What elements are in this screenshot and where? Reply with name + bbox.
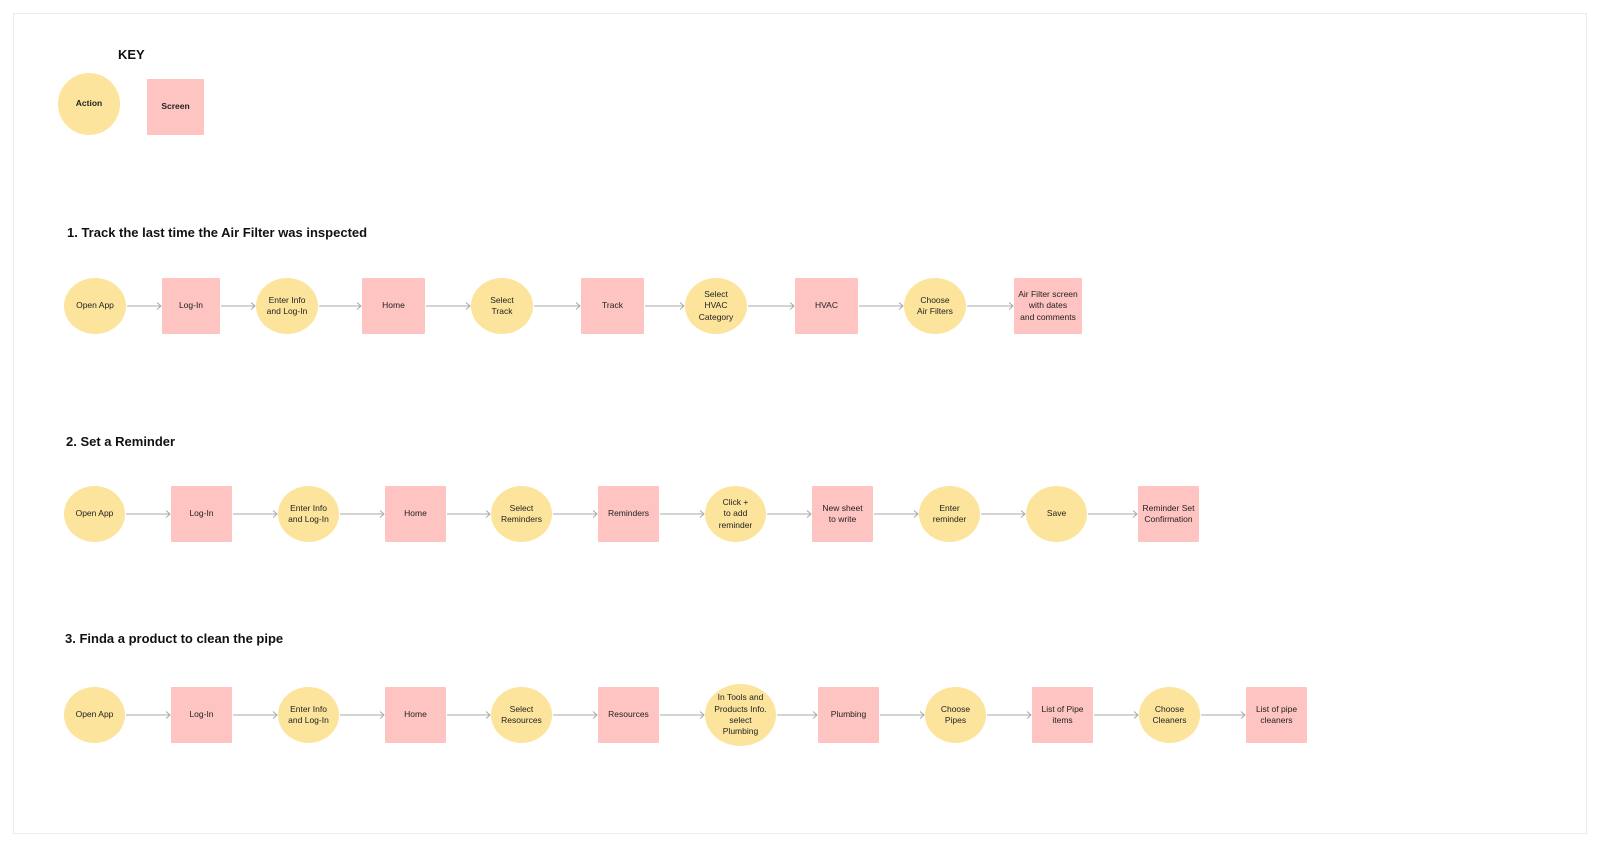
flow-3-action-node: Enter Info and Log-In [278, 687, 339, 743]
flow-title-2: 2. Set a Reminder [66, 434, 176, 449]
flow-2-screen-node: Reminders [598, 486, 659, 542]
flow-2-action-node: Enter reminder [919, 486, 980, 542]
flow-2-action-node: Save [1026, 486, 1087, 542]
flow-3-screen-node: Resources [598, 687, 659, 743]
flow-3-action-node: Choose Cleaners [1139, 687, 1200, 743]
key-screen-node: Screen [147, 79, 204, 135]
flow-1-screen-node: Air Filter screen with dates and comment… [1014, 278, 1082, 334]
flow-3-screen-node: List of Pipe items [1032, 687, 1093, 743]
flow-3-screen-node: List of pipe cleaners [1246, 687, 1307, 743]
flow-1-action-node: Select Track [471, 278, 533, 334]
canvas-frame [13, 13, 1587, 834]
flow-2-action-node: Select Reminders [491, 486, 552, 542]
flow-2-screen-node: Home [385, 486, 446, 542]
key-title: KEY [118, 47, 145, 62]
flow-3-screen-node: Home [385, 687, 446, 743]
flow-3-action-node: In Tools and Products Info. select Plumb… [705, 684, 776, 746]
flow-3-action-node: Choose Pipes [925, 687, 986, 743]
flow-1-screen-node: HVAC [795, 278, 858, 334]
flow-2-action-node: Enter Info and Log-In [278, 486, 339, 542]
flow-3-action-node: Open App [64, 687, 125, 743]
flow-1-screen-node: Home [362, 278, 425, 334]
flow-title-3: 3. Finda a product to clean the pipe [65, 631, 284, 646]
flow-2-screen-node: Reminder Set Confirmation [1138, 486, 1199, 542]
flow-3-screen-node: Log-In [171, 687, 232, 743]
flow-1-action-node: Select HVAC Category [685, 278, 747, 334]
flow-title-1: 1. Track the last time the Air Filter wa… [67, 225, 368, 240]
flow-1-screen-node: Log-In [162, 278, 220, 334]
flow-2-screen-node: Log-In [171, 486, 232, 542]
flow-1-action-node: Choose Air Filters [904, 278, 966, 334]
flow-1-screen-node: Track [581, 278, 644, 334]
flow-3-screen-node: Plumbing [818, 687, 879, 743]
flow-1-action-node: Open App [64, 278, 126, 334]
flow-1-action-node: Enter Info and Log-In [256, 278, 318, 334]
key-action-node: Action [58, 73, 120, 135]
flow-3-action-node: Select Resources [491, 687, 552, 743]
flow-2-action-node: Open App [64, 486, 125, 542]
flow-2-action-node: Click + to add reminder [705, 486, 766, 542]
flow-2-screen-node: New sheet to write [812, 486, 873, 542]
